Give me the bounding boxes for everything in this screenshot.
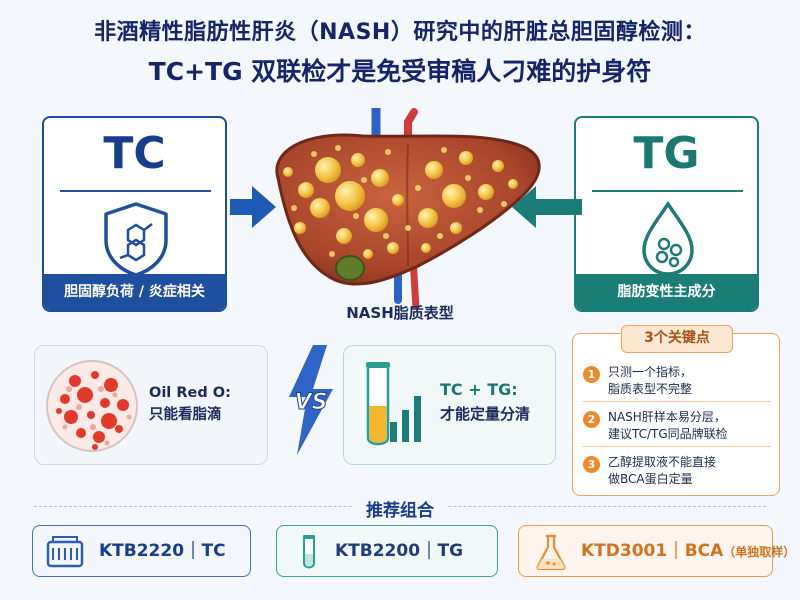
oil-red-stain-icon	[46, 360, 138, 452]
kit-separator	[192, 541, 194, 559]
kit-target: TC	[201, 541, 226, 561]
kit-target: BCA	[684, 541, 724, 561]
tctg-label: TC + TG:	[440, 380, 518, 399]
tc-card-divider	[60, 190, 211, 192]
lightning-vs-icon: VS	[289, 345, 333, 455]
key-point-text: 建议TC/TG同品牌联检	[608, 427, 728, 441]
key-point-number: 3	[583, 456, 600, 473]
tg-card-footer: 脂肪变性主成分	[576, 274, 757, 310]
tc-card: TC 胆固醇负荷 / 炎症相关	[42, 116, 227, 312]
page-title-line-1: 非酒精性脂肪性肝炎（NASH）研究中的肝脏总胆固醇检测：	[94, 20, 706, 45]
kit-tc: KTB2220 TC	[32, 525, 251, 577]
molecule-shield-icon	[104, 202, 168, 277]
tc-card-title: TC	[103, 128, 166, 179]
oil-red-panel: Oil Red O: 只能看脂滴	[34, 345, 268, 465]
key-point-number: 1	[583, 366, 600, 383]
page-title-line-2: TC+TG 双联检才是免受审稿人刁难的护身符	[148, 57, 652, 86]
key-point-divider	[583, 446, 771, 447]
tc-card-footer: 胆固醇负荷 / 炎症相关	[44, 274, 225, 310]
key-point-divider	[583, 401, 771, 402]
key-point-text: 只测一个指标，	[608, 365, 693, 379]
key-points-panel: 3个关键点 1 只测一个指标， 脂质表型不完整 2 NASH肝样本易分层， 建议…	[572, 325, 780, 496]
recommended-title-text: 推荐组合	[354, 501, 446, 521]
recommended-title: 推荐组合	[0, 496, 800, 521]
oil-red-desc: 只能看脂滴	[149, 407, 222, 423]
key-point-text: 做BCA蛋白定量	[608, 472, 693, 486]
kit-note: （单独取样）	[723, 545, 796, 559]
tg-card-divider	[592, 190, 743, 192]
kit-code: KTB2220	[99, 541, 185, 561]
kit-box-icon	[46, 536, 84, 568]
flask-icon	[536, 534, 566, 570]
test-tube-icon	[303, 535, 315, 569]
kit-bca: KTD3001 BCA（单独取样）	[518, 525, 795, 577]
kit-separator	[675, 541, 677, 559]
bar-chart-icon	[390, 396, 421, 442]
oil-red-label: Oil Red O:	[149, 385, 231, 401]
kit-separator	[428, 541, 430, 559]
key-point-text: 脂质表型不完整	[608, 382, 693, 396]
tg-card: TG 脂肪变性主成分	[574, 116, 759, 312]
fatty-liver-icon	[275, 108, 541, 308]
kit-code: KTB2200	[335, 541, 421, 561]
kit-target: TG	[437, 541, 464, 561]
key-point-text: NASH肝样本易分层，	[608, 410, 726, 424]
liver-caption: NASH脂质表型	[346, 304, 454, 322]
vs-label: VS	[295, 390, 328, 415]
arrow-right-icon	[230, 186, 276, 228]
key-point-number: 2	[583, 411, 600, 428]
test-tube-icon	[366, 362, 390, 446]
tg-card-title: TG	[633, 128, 700, 179]
key-points-title: 3个关键点	[621, 325, 733, 353]
kit-tg: KTB2200 TG	[276, 525, 498, 577]
kit-code: KTD3001	[581, 541, 668, 561]
arrow-left-icon	[512, 186, 582, 228]
key-point-text: 乙醇提取液不能直接	[608, 455, 717, 469]
lipid-droplet-icon	[642, 200, 694, 276]
tctg-panel: TC + TG: 才能定量分清	[343, 345, 556, 465]
tctg-desc: 才能定量分清	[440, 405, 531, 423]
